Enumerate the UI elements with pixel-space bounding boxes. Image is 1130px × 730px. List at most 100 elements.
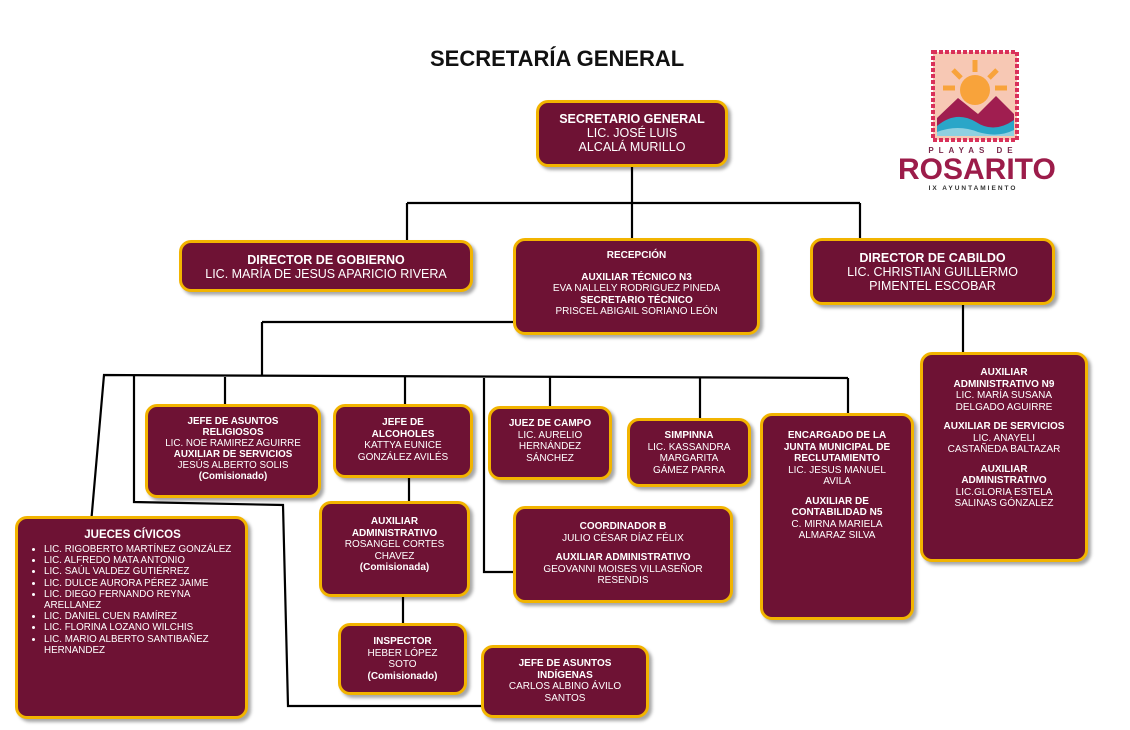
node-name: GEOVANNI MOISES VILLASEÑOR xyxy=(543,563,703,575)
node-note: (Comisionado) xyxy=(367,670,438,682)
node-name: CHAVEZ xyxy=(374,550,415,562)
node-name: LIC. MARÍA DE JESUS APARICIO RIVERA xyxy=(205,267,447,281)
node-junta-reclutamiento: ENCARGADO DE LA JUNTA MUNICIPAL DE RECLU… xyxy=(760,413,914,620)
node-role: JUNTA MUNICIPAL DE xyxy=(783,441,891,453)
node-simpinna: SIMPINNA LIC. KASSANDRA MARGARITA GÁMEZ … xyxy=(627,418,751,487)
node-name: ALMARAZ SILVA xyxy=(798,530,876,541)
node-name: PIMENTEL ESCOBAR xyxy=(869,279,996,293)
node-role: INDÍGENAS xyxy=(537,669,593,681)
node-jefe-alcoholes: JEFE DE ALCOHOLES KATTYA EUNICE GONZÁLEZ… xyxy=(333,404,473,478)
node-cabildo-auxiliares: AUXILIAR ADMINISTRATIVO N9 LIC. MARÍA SU… xyxy=(920,352,1088,562)
list-item: LIC. ALFREDO MATA ANTONIO xyxy=(44,555,235,566)
logo-line2: ROSARITO xyxy=(898,153,1056,186)
list-item: LIC. DANIEL CUEN RAMÍREZ xyxy=(44,611,235,622)
node-role: AUXILIAR DE SERVICIOS xyxy=(173,449,293,460)
node-role: DIRECTOR DE CABILDO xyxy=(859,251,1006,265)
node-name: HEBER LÓPEZ xyxy=(367,647,438,659)
node-secretario-general: SECRETARIO GENERAL LIC. JOSÉ LUIS ALCALÁ… xyxy=(536,100,728,167)
list-item: LIC. RIGOBERTO MARTÍNEZ GONZÁLEZ xyxy=(44,544,235,555)
page-title: SECRETARÍA GENERAL xyxy=(430,46,685,71)
node-role: RELIGIOSOS xyxy=(202,427,264,438)
node-name: C. MIRNA MARIELA xyxy=(791,518,883,530)
node-name: RESENDIS xyxy=(597,575,649,586)
node-name: LIC. KASSANDRA xyxy=(647,441,731,453)
node-name: JULIO CÉSAR DÍAZ FÉLIX xyxy=(562,532,684,544)
node-role: ADMINISTRATIVO N9 xyxy=(953,378,1055,390)
node-note: (Comisionado) xyxy=(198,471,268,482)
node-name: SÁNCHEZ xyxy=(526,452,574,464)
node-role: AUXILIAR DE SERVICIOS xyxy=(943,421,1065,432)
node-role: AUXILIAR xyxy=(980,367,1028,378)
node-name: GÁMEZ PARRA xyxy=(652,464,726,476)
list-item: LIC. MARIO ALBERTO SANTIBAÑEZ HERNANDEZ xyxy=(44,634,235,656)
node-role: RECLUTAMIENTO xyxy=(794,453,880,464)
node-role: AUXILIAR TÉCNICO N3 xyxy=(581,271,692,283)
node-name: CASTAÑEDA BALTAZAR xyxy=(947,444,1061,455)
node-name: LIC. ANAYELI xyxy=(972,432,1036,444)
node-name: LIC. NOE RAMIREZ AGUIRRE xyxy=(165,438,301,449)
node-role: JEFE DE ASUNTOS xyxy=(518,658,612,669)
node-name: MARGARITA xyxy=(659,453,719,464)
node-name: DELGADO AGUIRRE xyxy=(955,401,1053,413)
logo-line3: IX AYUNTAMIENTO xyxy=(928,185,1018,192)
node-role: JUEZ DE CAMPO xyxy=(508,418,592,429)
node-role: ADMINISTRATIVO xyxy=(351,527,438,539)
list-item: LIC. DULCE AURORA PÉREZ JAIME xyxy=(44,578,235,589)
node-role: JUECES CÍVICOS xyxy=(84,529,181,541)
node-note: (Comisionada) xyxy=(359,562,430,573)
node-inspector: INSPECTOR HEBER LÓPEZ SOTO (Comisionado) xyxy=(338,623,467,695)
node-role: COORDINADOR B xyxy=(579,521,667,532)
node-name: LIC.GLORIA ESTELA xyxy=(955,486,1053,498)
node-name: PRISCEL ABIGAIL SORIANO LEÓN xyxy=(555,306,718,317)
node-name: LIC. AURELIO xyxy=(517,429,583,441)
node-name: LIC. JOSÉ LUIS xyxy=(586,126,678,140)
list-item: LIC. FLORINA LOZANO WILCHIS xyxy=(44,622,235,633)
node-asuntos-religiosos: JEFE DE ASUNTOS RELIGIOSOS LIC. NOE RAMI… xyxy=(145,404,321,498)
node-role: AUXILIAR xyxy=(980,463,1028,475)
node-director-gobierno: DIRECTOR DE GOBIERNO LIC. MARÍA DE JESUS… xyxy=(179,240,473,292)
node-juez-campo: JUEZ DE CAMPO LIC. AURELIO HERNÁNDEZ SÁN… xyxy=(488,406,612,480)
node-role: ADMINISTRATIVO xyxy=(961,475,1047,486)
node-name: EVA NALLELY RODRIGUEZ PINEDA xyxy=(552,283,721,294)
node-name: ROSANGEL CORTES xyxy=(344,539,445,550)
node-asuntos-indigenas: JEFE DE ASUNTOS INDÍGENAS CARLOS ALBINO … xyxy=(481,645,649,718)
node-role: ENCARGADO DE LA xyxy=(787,430,887,441)
node-role: AUXILIAR ADMINISTRATIVO xyxy=(555,552,691,563)
node-name: LIC. CHRISTIAN GUILLERMO xyxy=(847,265,1018,279)
node-role: ALCOHOLES xyxy=(371,428,435,440)
node-role: JEFE DE xyxy=(382,417,424,428)
node-name: GONZÁLEZ AVILÉS xyxy=(357,451,449,463)
node-role: AUXILIAR DE xyxy=(805,495,869,507)
list-item: LIC. DIEGO FERNANDO REYNA ARELLANEZ xyxy=(44,589,235,611)
node-name: JESÚS ALBERTO SOLIS xyxy=(177,460,289,471)
node-role: RECEPCIÓN xyxy=(606,250,667,261)
node-name: SOTO xyxy=(388,659,417,670)
node-role: DIRECTOR DE GOBIERNO xyxy=(247,253,405,267)
node-name: ALCALÁ MURILLO xyxy=(578,140,686,154)
node-aux-alcoholes: AUXILIAR ADMINISTRATIVO ROSANGEL CORTES … xyxy=(319,501,470,597)
node-name: SALINAS GÓNZALEZ xyxy=(954,498,1054,509)
node-director-cabildo: DIRECTOR DE CABILDO LIC. CHRISTIAN GUILL… xyxy=(810,238,1055,305)
logo-line1: PLAYAS DE xyxy=(928,146,1018,155)
node-name: LIC. JESUS MANUEL xyxy=(788,464,886,476)
node-name: CARLOS ALBINO ÁVILO xyxy=(508,681,622,692)
node-role: SECRETARIO GENERAL xyxy=(559,112,705,126)
node-recepcion: RECEPCIÓN AUXILIAR TÉCNICO N3 EVA NALLEL… xyxy=(513,238,760,335)
node-name: HERNÁNDEZ xyxy=(518,441,582,452)
node-name: KATTYA EUNICE xyxy=(364,440,442,451)
node-role: AUXILIAR xyxy=(370,516,419,527)
node-role: SIMPINNA xyxy=(664,430,714,441)
jueces-list: LIC. RIGOBERTO MARTÍNEZ GONZÁLEZ LIC. AL… xyxy=(30,544,235,656)
node-jueces-civicos: JUECES CÍVICOS LIC. RIGOBERTO MARTÍNEZ G… xyxy=(15,516,248,719)
node-role: INSPECTOR xyxy=(373,636,432,647)
node-role: SECRETARIO TÉCNICO xyxy=(580,294,693,306)
node-role: CONTABILIDAD N5 xyxy=(791,507,883,518)
list-item: LIC. SAÚL VALDEZ GUTIÉRREZ xyxy=(44,566,235,577)
logo-text: PLAYAS DE ROSARITO IX AYUNTAMIENTO xyxy=(898,146,1056,192)
node-name: LIC. MARÍA SUSANA xyxy=(955,390,1053,401)
node-name: SANTOS xyxy=(544,692,586,704)
node-role: JEFE DE ASUNTOS xyxy=(187,416,279,427)
rosarito-logo-icon xyxy=(931,50,1019,142)
node-name: AVILA xyxy=(823,476,851,487)
